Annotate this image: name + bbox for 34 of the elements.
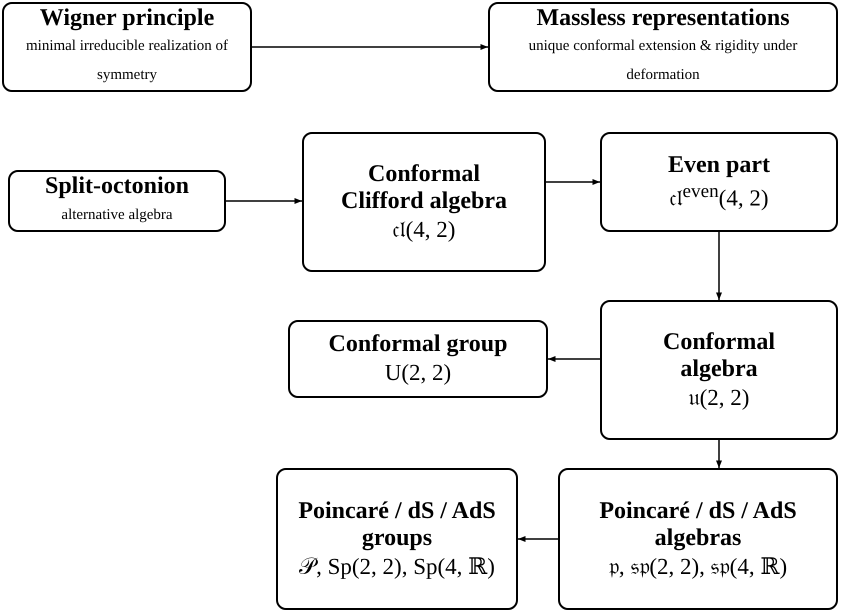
math-formula: 𝒫, Sp(2, 2), Sp(4, ℝ) [299, 552, 495, 580]
math-formula: U(2, 2) [384, 359, 452, 387]
process-box [276, 468, 518, 610]
node-title: Split-octonion [44, 172, 190, 201]
node-title: Poincaré / dS / AdS algebras [598, 498, 798, 553]
process-box [558, 468, 838, 610]
node-title: Conformal group [328, 331, 508, 359]
node-subtitle: minimal irreducible realization of symmetry [24, 37, 229, 85]
arrow [226, 198, 302, 204]
node-subtitle: alternative algebra [61, 206, 173, 225]
node-title: Wigner principle [40, 4, 214, 32]
node-title: Poincaré / dS / AdS groups [297, 498, 497, 553]
arrow [548, 356, 600, 362]
arrow [716, 232, 722, 300]
math-formula: 𝔭, 𝔰𝔭(2, 2), 𝔰𝔭(4, ℝ) [608, 552, 788, 580]
process-box [600, 300, 838, 440]
arrow [546, 179, 600, 185]
math-formula: 𝔠𝔩$^{even}$(4, 2) [670, 180, 768, 212]
arrow [716, 440, 722, 468]
process-box [288, 320, 548, 398]
process-box [600, 132, 838, 232]
node-title: Conformal algebra [662, 328, 776, 384]
arrow [518, 536, 558, 542]
node-title: Even part [668, 152, 770, 180]
arrow [252, 44, 488, 50]
node-title: Massless representations [536, 4, 790, 32]
node-subtitle: unique conformal extension & rigidity under deformation [528, 37, 798, 85]
process-box [488, 2, 838, 92]
node-title: Conformal Clifford algebra [340, 160, 508, 216]
math-formula: 𝔲(2, 2) [688, 384, 750, 412]
process-box [8, 170, 226, 232]
process-box [302, 132, 546, 272]
process-box [2, 2, 252, 92]
math-formula: 𝔠𝔩(4, 2) [392, 216, 456, 244]
